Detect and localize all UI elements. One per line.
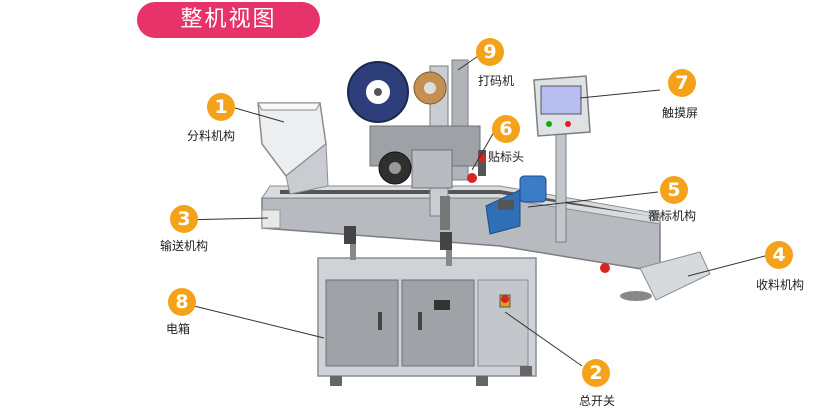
callout-8-label: 电箱 (166, 320, 190, 337)
callout-3-label: 输送机构 (160, 237, 208, 254)
callout-2-badge: 2 (582, 359, 610, 387)
callout-6-label: 贴标头 (488, 148, 524, 165)
callout-9-label: 打码机 (478, 72, 514, 89)
hopper (258, 103, 328, 194)
callout-7-badge: 7 (668, 69, 696, 97)
callout-7-label: 触摸屏 (662, 104, 698, 121)
callout-5-label: 覆标机构 (648, 207, 696, 224)
callout-1-badge: 1 (207, 93, 235, 121)
callout-1-label: 分料机构 (187, 127, 235, 144)
cabinet (318, 258, 536, 386)
callout-5-badge: 5 (660, 176, 688, 204)
callout-4-label: 收料机构 (756, 276, 804, 293)
callout-2-label: 总开关 (579, 392, 615, 409)
callout-9-badge: 9 (476, 38, 504, 66)
callout-8-badge: 8 (168, 288, 196, 316)
callout-3-badge: 3 (170, 205, 198, 233)
callout-4-badge: 4 (765, 241, 793, 269)
callout-6-badge: 6 (492, 115, 520, 143)
